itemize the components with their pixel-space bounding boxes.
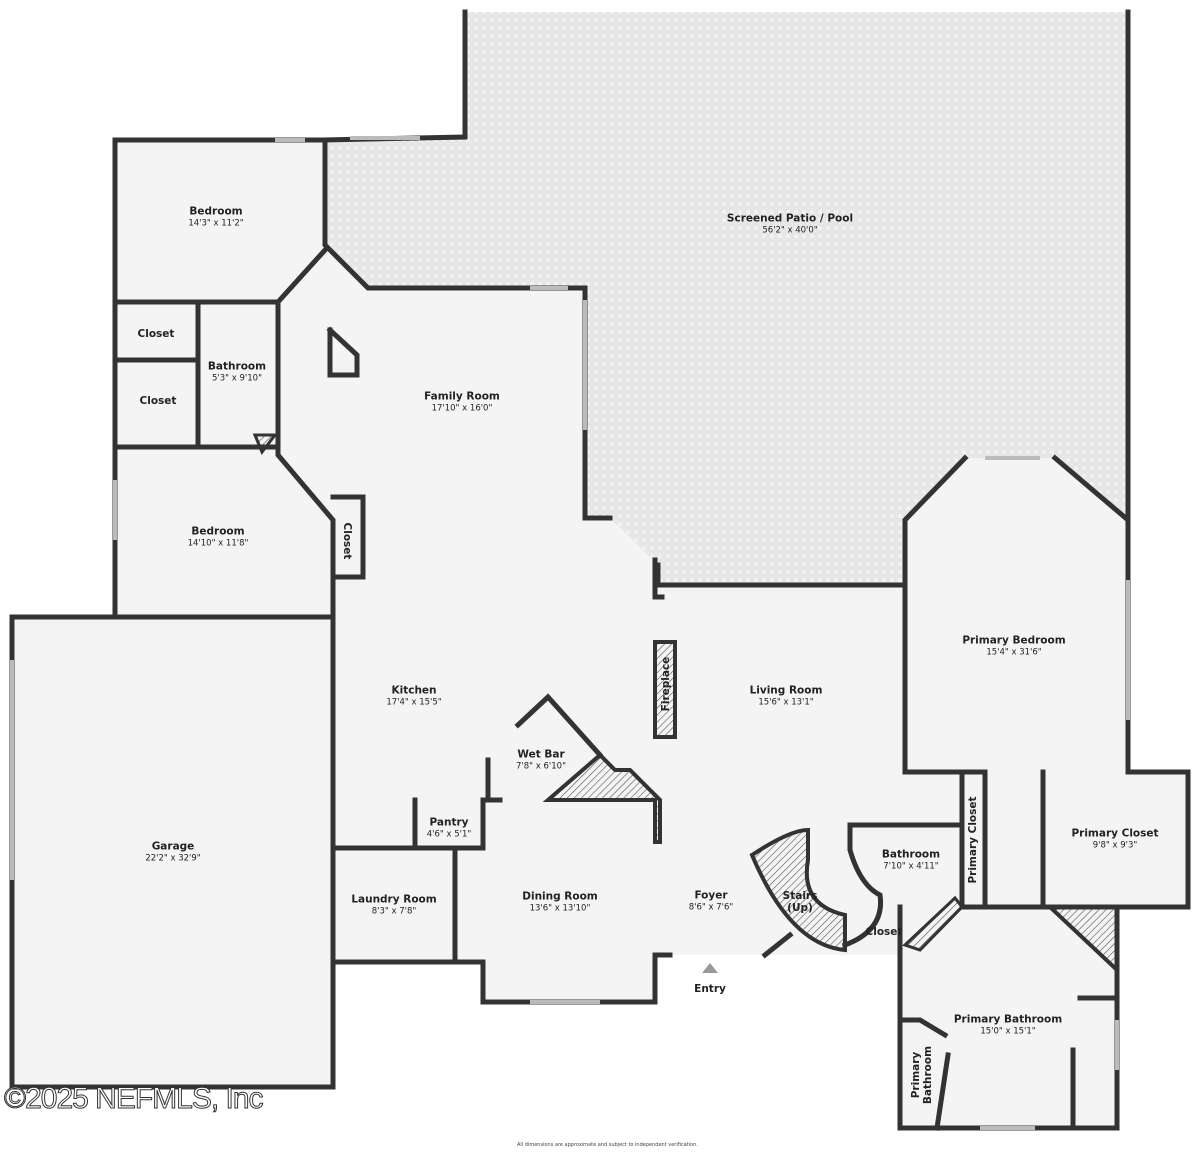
room-dim: 56'2" x 40'0" [762, 225, 818, 236]
room-name: Closet [137, 328, 175, 340]
room-label-closet4: Closet [866, 926, 903, 938]
room-label-primary-closet-small: Primary Closet [967, 796, 979, 883]
room-name: Primary Bathroom [953, 1013, 1063, 1026]
stairs-direction: (Up) [787, 902, 813, 914]
room-name: Dining Room [522, 890, 598, 903]
room-name: Kitchen [391, 684, 437, 697]
room-name: Bedroom [191, 525, 245, 538]
room-dim: 8'3" x 7'8" [371, 906, 417, 917]
room-name: Family Room [424, 390, 500, 403]
disclaimer: All dimensions are approximate and subje… [517, 1142, 698, 1148]
room-name: Garage [151, 840, 195, 853]
room-name: Bathroom [881, 848, 941, 861]
windows [10, 136, 1130, 1130]
room-name: Bathroom [207, 360, 267, 373]
room-dim: 17'4" x 15'5" [386, 697, 442, 708]
room-dim: 15'0" x 15'1" [980, 1026, 1036, 1037]
room-dim: 14'3" x 11'2" [188, 218, 244, 229]
copyright-watermark: ©2025 NEFMLS, Inc [4, 1082, 265, 1116]
room-dim: 15'4" x 31'6" [986, 647, 1042, 658]
room-dim: 13'6" x 13'10" [529, 903, 591, 914]
room-name: Wet Bar [517, 748, 565, 761]
room-label-closet1: Closet [138, 328, 175, 340]
room-name: Screened Patio / Pool [726, 212, 854, 225]
room-name: Closet [865, 926, 903, 938]
room-name: Primary Closet [967, 796, 979, 884]
room-label-primary-bathroom-small: Primary Bathroom [910, 1040, 934, 1110]
room-dim: 7'8" x 6'10" [516, 761, 566, 772]
room-name: Stairs [782, 890, 818, 902]
patio-floor [325, 12, 1128, 585]
room-dim: 5'3" x 9'10" [212, 373, 262, 384]
room-name: Closet [341, 522, 353, 560]
room-name: Fireplace [660, 656, 672, 712]
room-name: Primary Bathroom [910, 1045, 934, 1105]
room-dim: 9'8" x 9'3" [1092, 840, 1138, 851]
room-name: Primary Closet [1071, 827, 1159, 840]
room-dim: 7'10" x 4'11" [883, 861, 939, 872]
entry-arrow-icon [702, 963, 718, 973]
room-label-closet3: Closet [341, 523, 353, 560]
walls [9, 9, 1191, 1131]
room-name: Closet [139, 395, 177, 407]
room-dim: 4'6" x 5'1" [426, 829, 472, 840]
room-name: Living Room [749, 684, 823, 697]
room-name: Primary Bedroom [962, 634, 1066, 647]
room-name: Laundry Room [351, 893, 437, 906]
room-label-closet2: Closet [140, 395, 177, 407]
room-dim: 17'10" x 16'0" [431, 403, 493, 414]
room-dim: 22'2" x 32'9" [145, 853, 201, 864]
hatched-areas [252, 433, 1119, 975]
room-dim: 8'6" x 7'6" [688, 902, 734, 913]
room-dim: 15'6" x 13'1" [758, 697, 814, 708]
room-label-stairs[interactable]: Stairs(Up) [783, 890, 818, 914]
room-name: Pantry [429, 816, 469, 829]
room-label-fireplace: Fireplace [660, 657, 672, 712]
room-name: Bedroom [189, 205, 243, 218]
entry-label: Entry [694, 983, 726, 995]
room-dim: 14'10" x 11'8" [187, 538, 249, 549]
room-name: Foyer [694, 889, 728, 902]
